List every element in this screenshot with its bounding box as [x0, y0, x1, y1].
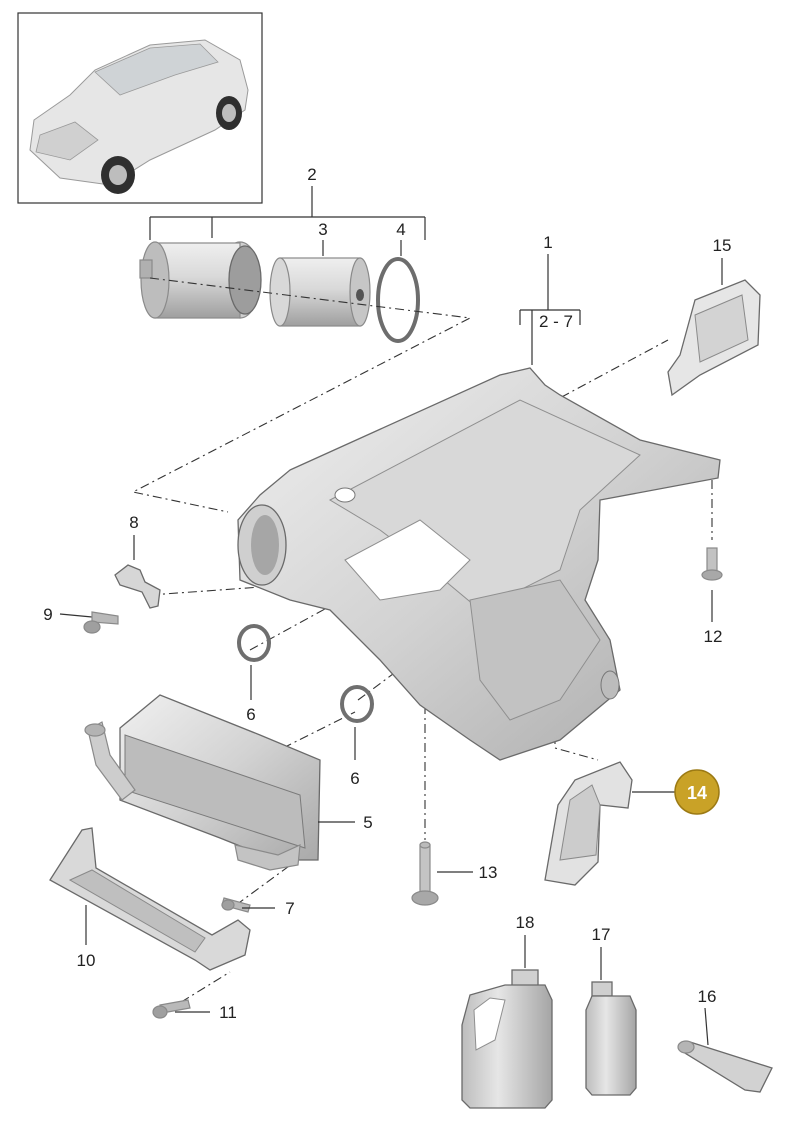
bolt-9: 9	[43, 605, 119, 634]
callout-10: 10	[77, 951, 96, 970]
shield-bracket-10: 10	[49, 827, 251, 971]
callout-11: 11	[219, 1003, 237, 1022]
bolt-12: 12	[701, 547, 723, 646]
filter-element	[269, 257, 371, 327]
callout-9: 9	[43, 605, 52, 624]
callout-5: 5	[363, 813, 372, 832]
o-ring-4	[376, 257, 420, 343]
oil-filter-housing	[139, 241, 262, 319]
gasket-6a: 6	[237, 624, 271, 724]
callout-7: 7	[285, 899, 294, 918]
vehicle-thumbnail	[17, 12, 263, 204]
oil-pan	[237, 367, 721, 761]
callout-14: 14	[687, 783, 707, 803]
bracket-8: 8	[114, 513, 161, 609]
callout-3: 3	[318, 220, 327, 239]
callout-2-7: 2 - 7	[539, 312, 573, 331]
funnel-16: 16	[677, 987, 773, 1093]
highlight-badge-14[interactable]: 14	[674, 769, 720, 815]
callout-8: 8	[129, 513, 138, 532]
callout-18: 18	[516, 913, 535, 932]
bolt-11: 11	[152, 999, 237, 1022]
callout-13: 13	[479, 863, 498, 882]
gasket-plate-15: 15	[667, 236, 761, 397]
bolt-7: 7	[221, 897, 295, 918]
callout-17: 17	[592, 925, 611, 944]
callout-1: 1	[543, 233, 552, 252]
callout-2: 2	[307, 165, 316, 184]
oil-bottle-17: 17	[585, 925, 637, 1096]
callout-6a: 6	[246, 705, 255, 724]
callout-15: 15	[713, 236, 732, 255]
oil-cooler-5: 5	[84, 694, 373, 871]
group-bracket-1: 1 2 - 7	[519, 233, 581, 365]
oil-bottle-18: 18	[461, 913, 553, 1109]
callout-12: 12	[704, 627, 723, 646]
callout-6b: 6	[350, 769, 359, 788]
callout-16: 16	[698, 987, 717, 1006]
group-bracket-2: 2 3 4	[149, 165, 426, 256]
heat-shield-14	[544, 761, 675, 886]
gasket-6b: 6	[340, 685, 374, 788]
bolt-13: 13	[411, 841, 498, 906]
car-icon	[29, 39, 249, 194]
callout-4: 4	[396, 220, 405, 239]
